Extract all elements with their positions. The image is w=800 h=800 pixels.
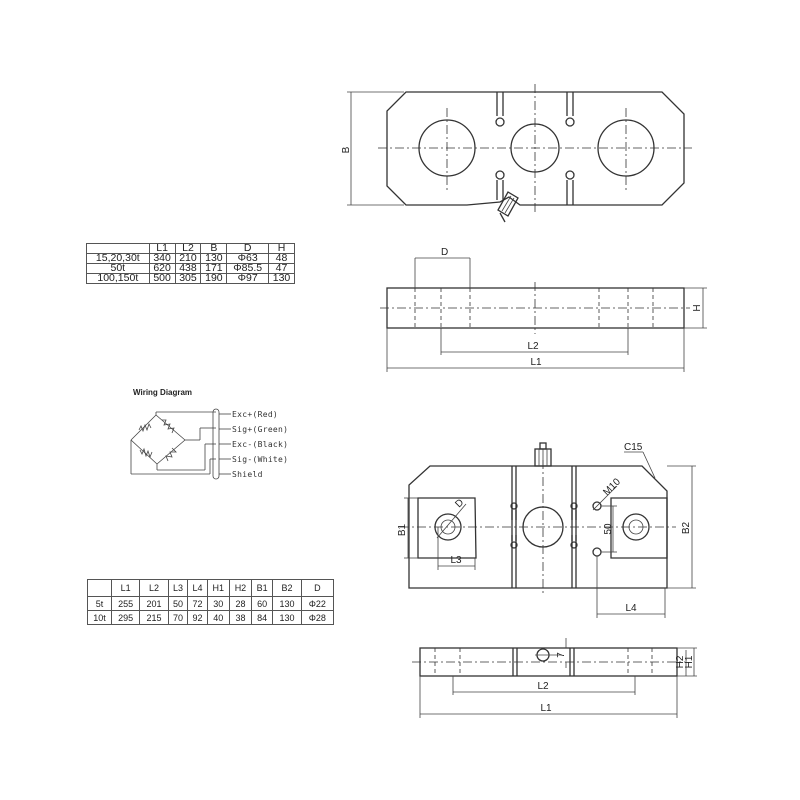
top-view: B — [341, 84, 692, 223]
wire-label-sig-plus: Sig+(Green) — [232, 425, 288, 434]
dim-b1-label: B1 — [397, 523, 408, 536]
table-header-cell: D — [300, 579, 335, 597]
table-header-cell: H1 — [206, 579, 230, 597]
dim-7-label: 7 — [556, 652, 567, 658]
thread-m10-label: M10 — [601, 476, 623, 498]
dim-h2-label: H2 — [675, 655, 686, 668]
table-header-cell: L3 — [167, 579, 189, 597]
dim-l3-label: L3 — [450, 555, 462, 566]
table-cell: Φ22 — [300, 596, 335, 611]
table-cell: 305 — [174, 273, 202, 284]
wire-label-exc-plus: Exc+(Red) — [232, 410, 278, 419]
spec-table-2: L1 L2 L3 L4 H1 H2 B1 B2 D 5t 255 201 50 … — [87, 579, 335, 625]
wire-label-sig-minus: Sig-(White) — [232, 455, 288, 464]
table-header-row: L1 L2 L3 L4 H1 H2 B1 B2 D — [87, 579, 335, 597]
chamfer-c15-label: C15 — [624, 442, 643, 453]
wheatstone-bridge — [130, 414, 186, 465]
dim-h-label: H — [692, 304, 703, 311]
table-cell: 500 — [148, 273, 176, 284]
table-cell: 40 — [206, 610, 230, 625]
table-cell: 5t — [87, 596, 112, 611]
table-cell: 60 — [251, 596, 274, 611]
table-cell: 295 — [110, 610, 141, 625]
hole-d-label: D — [453, 497, 466, 510]
bottom-center-hole — [522, 506, 564, 548]
wiring-title: Wiring Diagram — [133, 388, 192, 397]
table-cell: 30 — [206, 596, 230, 611]
table-row: 50t 620 438 171 Φ85.5 47 — [86, 263, 295, 274]
table-cell: Φ28 — [300, 610, 335, 625]
wire-label-shield: Shield — [232, 470, 263, 479]
top-view-outline — [386, 91, 685, 206]
table-cell: 130 — [272, 610, 302, 625]
top-hole-right — [597, 119, 655, 177]
cable-connector — [497, 191, 519, 223]
side-view-1: D H L2 L1 — [380, 247, 707, 372]
table-cell: 201 — [139, 596, 169, 611]
table-header-cell — [87, 579, 112, 597]
wire-label-exc-minus: Exc-(Black) — [232, 440, 288, 449]
table-cell: 190 — [200, 273, 228, 284]
table-header-cell: H2 — [228, 579, 253, 597]
table-cell: 215 — [139, 610, 169, 625]
table-cell: 28 — [228, 596, 253, 611]
dim-l4-label: L4 — [625, 603, 637, 614]
table-header-row: L1 L2 B D H — [86, 243, 295, 254]
table-row: 100,150t 500 305 190 Φ97 130 — [86, 273, 295, 284]
bottom-view-connector — [534, 442, 552, 467]
right-lug-hole — [622, 513, 650, 541]
left-lug-hole — [434, 513, 462, 541]
dim-l1-label: L1 — [530, 357, 542, 368]
slot-bottom-right — [565, 170, 575, 205]
dim-b2-label: B2 — [681, 521, 692, 534]
slot-bottom-left — [495, 170, 505, 200]
table-header-cell: L1 — [110, 579, 141, 597]
table-cell: 10t — [87, 610, 112, 625]
table-cell: 70 — [167, 610, 189, 625]
table-row: 5t 255 201 50 72 30 28 60 130 Φ22 — [87, 596, 335, 611]
table-row: 10t 295 215 70 92 40 38 84 130 Φ28 — [87, 610, 335, 625]
bottom-view: C15 M10 D 50 B1 B2 L3 L4 — [397, 442, 696, 618]
table-header-cell: L4 — [187, 579, 208, 597]
spec-table-1: L1 L2 B D H 15,20,30t 340 210 130 Φ63 48… — [86, 243, 295, 284]
dim-d-label: D — [441, 247, 448, 258]
table-header-cell: B2 — [272, 579, 302, 597]
table-header-cell: L2 — [139, 579, 169, 597]
table-cell: 72 — [187, 596, 208, 611]
dim-b-label: B — [341, 146, 352, 153]
slot-top-right — [565, 92, 575, 127]
table-cell: 130 — [268, 273, 295, 284]
dim-l2-label: L2 — [527, 341, 539, 352]
slot-top-left — [495, 92, 505, 127]
right-lug — [610, 497, 668, 559]
dim-l2-label-2: L2 — [537, 681, 549, 692]
table-cell: 38 — [228, 610, 253, 625]
top-hole-center — [510, 123, 560, 173]
dim-h1-label: H1 — [684, 655, 695, 668]
dim-50-label: 50 — [603, 523, 614, 535]
table-cell: 84 — [251, 610, 274, 625]
table-cell: 100,150t — [86, 273, 150, 284]
side-view-2: 7 H2 H1 L2 L1 — [412, 638, 697, 718]
table-cell: 255 — [110, 596, 141, 611]
wiring-diagram: Wiring Diagram Exc+( — [130, 388, 288, 480]
table-cell: 92 — [187, 610, 208, 625]
m10-hole-bottom — [592, 547, 602, 557]
left-lug — [417, 497, 477, 559]
dim-l1-label-2: L1 — [540, 703, 552, 714]
table-cell: 50 — [167, 596, 189, 611]
top-hole-left — [418, 119, 476, 177]
table-cell: 130 — [272, 596, 302, 611]
table-header-cell: B1 — [251, 579, 274, 597]
table-cell: Φ97 — [226, 273, 270, 284]
